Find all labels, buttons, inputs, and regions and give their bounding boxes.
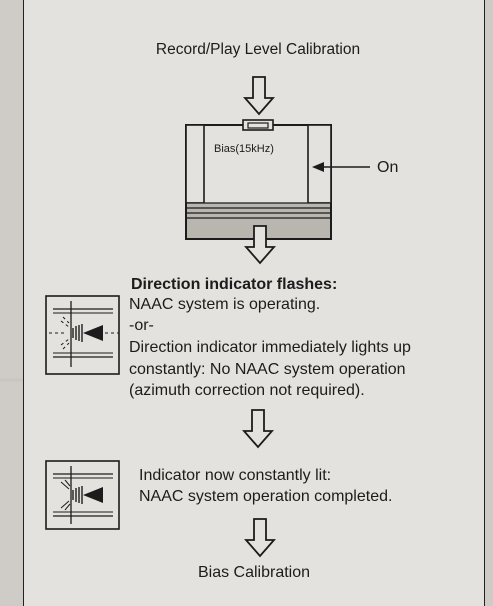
tape-head-lit-icon (45, 460, 120, 530)
down-arrow-icon (242, 409, 274, 449)
down-arrow-icon (243, 76, 275, 116)
direction-lights-line-2: constantly: No NAAC system operation (129, 361, 406, 378)
left-arrow-icon (312, 162, 370, 172)
direction-indicator-heading: Direction indicator flashes: (131, 276, 338, 293)
bias-calibration-label: Bias Calibration (197, 564, 311, 581)
bias-frequency-label: Bias(15kHz) (214, 143, 274, 155)
bias-level-meter-diagram (185, 119, 332, 240)
down-arrow-icon (244, 225, 276, 265)
indicator-lit-line-1: Indicator now constantly lit: (139, 467, 332, 484)
indicator-lit-line-2: NAAC system operation completed. (139, 488, 393, 505)
tape-head-flashing-icon (45, 295, 120, 375)
on-label: On (377, 159, 399, 176)
naac-operating-text: NAAC system is operating. (129, 296, 321, 313)
direction-lights-line-3: (azimuth correction not required). (129, 382, 365, 399)
down-arrow-icon (244, 518, 276, 558)
record-play-calibration-title: Record/Play Level Calibration (155, 41, 361, 58)
direction-lights-line-1: Direction indicator immediately lights u… (129, 339, 411, 356)
or-text: -or- (129, 317, 154, 334)
